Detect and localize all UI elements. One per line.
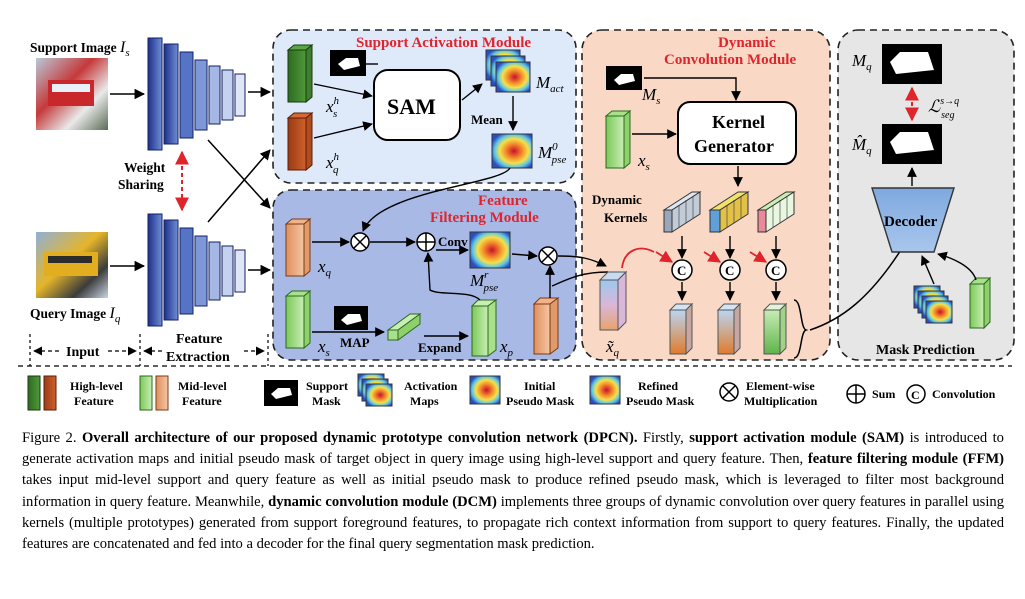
dynamic-kernel-3	[756, 191, 796, 233]
var-x-q-tilde: x̃q	[605, 337, 620, 359]
query-image-label: Query Image Iq	[30, 305, 121, 325]
multiply-operator-2	[538, 246, 558, 266]
var-m-q-hat: M̂q	[851, 135, 872, 157]
support-image-label: Support Image Is	[30, 39, 130, 59]
prototype-vector	[386, 313, 422, 341]
query-image	[36, 232, 108, 298]
sum-operator	[416, 232, 436, 252]
activation-maps-decoder	[913, 285, 953, 324]
support-mask-dcm	[606, 66, 642, 90]
caption-bold-4: dynamic convolution module (DCM)	[268, 493, 497, 510]
dynamic-kernel-2	[708, 191, 750, 233]
var-m-act: Mact	[535, 73, 565, 95]
var-x-p: xp	[499, 337, 514, 359]
query-encoder	[147, 213, 246, 327]
filtered-query-feature	[532, 297, 560, 355]
support-mid-feature-dcm	[604, 109, 632, 170]
decoder-block	[871, 187, 955, 253]
support-mid-feature	[284, 289, 312, 350]
sam-box-label: SAM	[387, 94, 436, 119]
conv-operator-2: C	[719, 259, 741, 281]
caption-bold-1: Overall architecture of our proposed dyn…	[81, 430, 638, 446]
support-feature-decoder	[968, 276, 992, 330]
query-high-feature	[286, 111, 314, 172]
svg-text:Sum: Sum	[872, 387, 895, 401]
conv-label: Conv	[438, 234, 468, 249]
mask-prediction-label: Mask Prediction	[876, 343, 975, 358]
multiply-operator-1	[350, 232, 370, 252]
output-feature-3	[762, 302, 788, 356]
svg-text:C: C	[911, 388, 920, 402]
activation-maps-sam	[485, 49, 531, 93]
mean-label: Mean	[471, 112, 504, 127]
support-mask-sam	[330, 50, 366, 76]
caption-bold-3: feature filtering module (FFM)	[807, 451, 1005, 468]
caption-bold-2: support activation module (SAM)	[689, 430, 905, 446]
support-encoder	[147, 37, 246, 151]
figure-caption: Figure 2. Overall architecture of our pr…	[22, 428, 1004, 555]
sam-module-title: Support Activation Module	[356, 35, 531, 51]
support-mask-ffm	[334, 306, 368, 330]
refined-pseudo-mask	[469, 231, 511, 269]
svg-text:C: C	[677, 263, 686, 278]
svg-text:C: C	[725, 263, 734, 278]
kernel-generator-box	[677, 101, 797, 165]
caption-part-1: Figure 2.	[22, 430, 82, 446]
expanded-feature	[470, 299, 498, 357]
concat-brace	[793, 299, 809, 359]
var-x-s: xs	[317, 337, 330, 359]
var-x-q: xq	[317, 257, 332, 279]
output-feature-1	[668, 302, 694, 356]
var-m-s: Ms	[641, 85, 660, 107]
caption-part-2: Firstly,	[637, 430, 690, 446]
input-label: Input	[66, 345, 100, 360]
var-m-q: Mq	[851, 51, 872, 73]
sam-box	[373, 69, 461, 141]
caption-part-4: takes input mid-level support and query …	[22, 472, 1004, 510]
support-high-feature	[286, 43, 314, 104]
var-x-s-dcm: xs	[637, 151, 650, 173]
map-label: MAP	[340, 335, 370, 350]
caption-part-5: implements three groups of dynamic convo…	[22, 493, 1004, 553]
query-mid-feature	[284, 217, 312, 278]
dynamic-kernel-1	[662, 191, 702, 233]
caption-part-3: is introduced to generate activation map…	[22, 430, 1004, 468]
expand-label: Expand	[418, 340, 462, 355]
svg-text:C: C	[771, 263, 780, 278]
decoder-label: Decoder	[884, 214, 938, 230]
support-image	[36, 58, 108, 130]
svg-text:Convolution: Convolution	[932, 387, 996, 401]
conv-operator-1: C	[671, 259, 693, 281]
initial-pseudo-mask	[491, 133, 533, 169]
filtered-query-feature-dcm	[598, 270, 628, 332]
conv-operator-3: C	[765, 259, 787, 281]
output-feature-2	[716, 302, 742, 356]
